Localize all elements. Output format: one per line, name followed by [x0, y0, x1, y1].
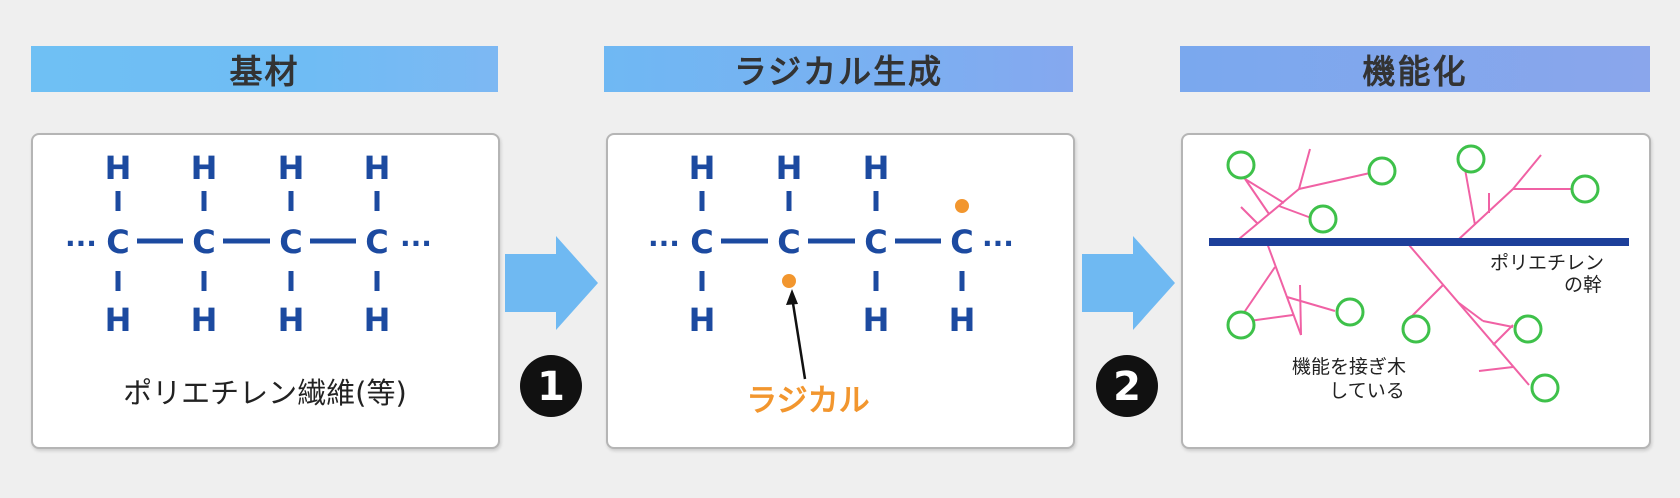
hydrogen-atom: H	[689, 149, 716, 187]
hydrogen-atom: H	[278, 301, 305, 339]
functional-group-node	[1226, 150, 1256, 180]
carbon-atom: C	[192, 223, 215, 261]
hydrogen-atom: H	[105, 149, 132, 187]
functional-group-node	[1335, 297, 1365, 327]
functional-group-node	[1530, 373, 1560, 403]
flow-arrow-icon	[505, 236, 598, 330]
step-marker-1	[520, 355, 582, 417]
carbon-atom: C	[365, 223, 388, 261]
functionalization-panel: ポリエチレン の幹 機能を接ぎ木 している	[1181, 133, 1651, 449]
functional-groups	[1226, 144, 1600, 403]
functional-group-node	[1570, 174, 1600, 204]
functional-group-node	[1513, 314, 1543, 344]
step-header-label: ラジカル生成	[733, 52, 944, 91]
pointer-arrowhead-icon	[786, 289, 798, 305]
chain-ellipsis-left: ···	[65, 227, 97, 260]
graft-label-line2: している	[1329, 380, 1404, 402]
grafted-polymer: ポリエチレン の幹 機能を接ぎ木 している	[1209, 144, 1629, 403]
carbon-atom: C	[950, 223, 973, 261]
functional-group-node	[1401, 314, 1431, 344]
step-marker-2	[1096, 355, 1158, 417]
radical-generation-panel: H H H ··· C C C C ··· H H H	[606, 133, 1075, 449]
hydrogen-atom: H	[863, 301, 890, 339]
step-marker-1-label: 1	[537, 364, 565, 410]
hydrogen-atom: H	[776, 149, 803, 187]
radical-structure: H H H ··· C C C C ··· H H H	[648, 149, 1014, 419]
pointer-arrow	[790, 296, 807, 380]
step-header-functionalization: 機能化	[1180, 46, 1650, 92]
hydrogen-atom: H	[364, 149, 391, 187]
step-header-radical-generation: ラジカル生成	[604, 46, 1073, 92]
backbone-label-line1: ポリエチレン	[1490, 252, 1604, 274]
hydrogen-atom: H	[689, 301, 716, 339]
step-header-label: 機能化	[1362, 52, 1468, 91]
radical-dot	[955, 199, 969, 213]
carbon-atom: C	[106, 223, 129, 261]
step-header-substrate: 基材	[31, 46, 498, 92]
radical-dot	[782, 274, 796, 288]
graft-label-line1: 機能を接ぎ木	[1292, 356, 1406, 378]
functional-group-node	[1456, 144, 1486, 174]
step-header-label: 基材	[229, 52, 300, 91]
polyethylene-structure: H H H H ··· C C C C ···	[65, 149, 432, 410]
hydrogen-atom: H	[364, 301, 391, 339]
carbon-atom: C	[690, 223, 713, 261]
chain-ellipsis-left: ···	[648, 227, 680, 260]
flow-arrow-icon	[1082, 236, 1175, 330]
functional-group-node	[1367, 156, 1397, 186]
step-marker-2-label: 2	[1113, 364, 1141, 410]
hydrogen-atom: H	[105, 301, 132, 339]
substrate-panel: H H H H ··· C C C C ···	[31, 133, 500, 449]
chain-ellipsis-right: ···	[982, 227, 1014, 260]
substrate-caption: ポリエチレン繊維(等)	[123, 376, 407, 410]
hydrogen-atom: H	[191, 149, 218, 187]
radical-label: ラジカル	[746, 383, 869, 419]
hydrogen-atom: H	[278, 149, 305, 187]
carbon-atom: C	[777, 223, 800, 261]
backbone-label-line2: の幹	[1564, 274, 1602, 296]
hydrogen-atom: H	[191, 301, 218, 339]
carbon-atom: C	[864, 223, 887, 261]
functional-group-node	[1226, 310, 1256, 340]
hydrogen-atom: H	[949, 301, 976, 339]
functional-group-node	[1308, 204, 1338, 234]
hydrogen-atom: H	[863, 149, 890, 187]
chain-ellipsis-right: ···	[400, 227, 432, 260]
carbon-atom: C	[279, 223, 302, 261]
